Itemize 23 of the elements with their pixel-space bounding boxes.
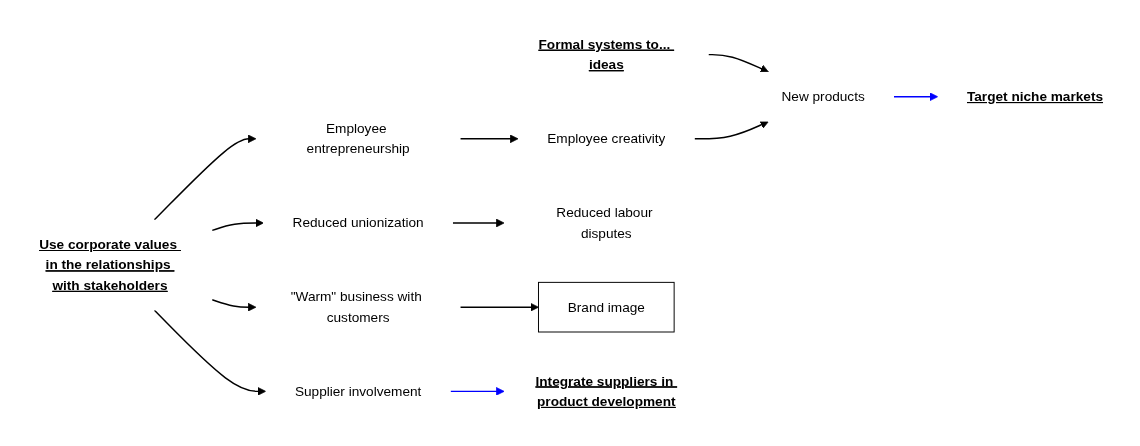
node-box: Brand image	[538, 281, 675, 333]
arrow	[893, 92, 939, 101]
arrow	[693, 120, 769, 140]
arrow	[452, 218, 505, 228]
node-text: Supplier involvement	[294, 383, 422, 399]
node-text: Integrate suppliers in product development	[535, 372, 676, 409]
arrow	[153, 309, 267, 396]
arrow	[459, 302, 539, 312]
node-text: Employee creativity	[547, 130, 666, 147]
node-text: Employee entrepreneurship	[306, 120, 410, 157]
arrow	[449, 387, 505, 396]
arrow	[707, 53, 769, 73]
node-text: Reduced labour disputes	[556, 204, 653, 241]
node-text: Target niche markets	[966, 88, 1104, 105]
arrow	[211, 218, 264, 232]
arrow	[459, 134, 519, 144]
arrow	[211, 299, 257, 312]
node-text: Reduced unionization	[292, 214, 424, 231]
arrow	[153, 134, 257, 221]
node-text: "Warm" business with customers	[290, 288, 422, 325]
node-text: Use corporate values in the relationships with stakeholders	[39, 236, 177, 293]
node-text: New products	[781, 88, 865, 105]
node-text: Formal systems to... ideas	[538, 36, 671, 73]
